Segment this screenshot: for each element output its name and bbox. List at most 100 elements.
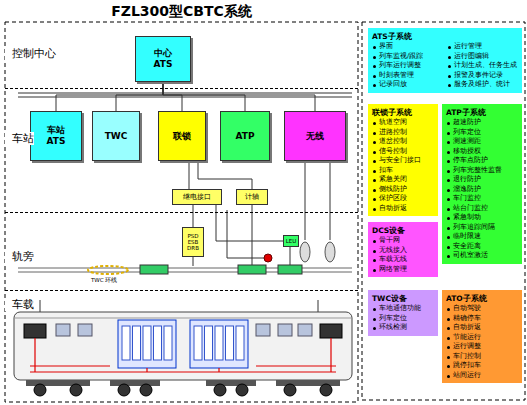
- system-box: TWC: [92, 111, 140, 161]
- function-item: 服务及维护、统计: [447, 80, 519, 90]
- train-window: [298, 324, 312, 336]
- function-item: 紧急关闭: [372, 175, 434, 185]
- connector: [56, 82, 163, 111]
- function-item: 道岔控制: [372, 137, 434, 147]
- train-roof: [14, 318, 352, 319]
- cabinet-unit: [154, 326, 162, 360]
- wheel: [34, 384, 46, 396]
- wire: [227, 258, 268, 259]
- connector: [189, 161, 190, 189]
- cabinet-unit: [164, 326, 172, 360]
- wheel: [118, 384, 130, 396]
- interface-box: 继电接口: [172, 189, 222, 205]
- train-window: [78, 324, 92, 336]
- function-item: 环线检测: [372, 323, 434, 333]
- function-item: 超速防护: [446, 118, 518, 128]
- function-item: 轨道空闲: [372, 118, 434, 128]
- panel-heading: ATO子系统: [446, 293, 518, 304]
- function-panel: ATS子系统界面列车监视/跟踪列车运行调整时刻表管理记录回放运行管理运行图编辑计…: [368, 28, 522, 93]
- diagram-title: FZL300型CBTC系统: [5, 2, 358, 20]
- cabinet-unit: [133, 326, 141, 360]
- region-label: 轨旁: [5, 250, 34, 263]
- wire: [193, 256, 194, 266]
- train-body: [14, 312, 352, 380]
- connector: [163, 82, 245, 111]
- function-item: 停车点防护: [446, 156, 518, 166]
- panel-heading: ATP子系统: [446, 107, 518, 118]
- function-panel: ATO子系统自动驾驶精确停车自动折返节能运行运行调整车门控制跳停扣车站间运行: [442, 290, 522, 383]
- connector: [163, 82, 182, 111]
- panel-heading: ATS子系统: [372, 31, 518, 42]
- function-item: 进路控制: [372, 128, 434, 138]
- train-antenna: [318, 300, 319, 312]
- region-label: 车站: [5, 132, 34, 145]
- train-wiring: [30, 338, 336, 372]
- function-item: 列车监视/跟踪: [372, 52, 444, 62]
- connector: [193, 205, 194, 227]
- function-item: 退行防护: [446, 175, 518, 185]
- connector: [216, 205, 283, 241]
- twc-loop: [88, 266, 128, 274]
- panel-heading: 联锁子系统: [372, 107, 434, 118]
- function-item: 计划生成、任务生成: [447, 61, 519, 71]
- function-item: 跳停扣车: [446, 361, 518, 371]
- box-label: 车站 ATS: [41, 125, 71, 147]
- train-window: [56, 324, 70, 336]
- train-window: [256, 324, 270, 336]
- onboard-cabinet: [190, 320, 248, 368]
- function-item: 移动授权: [446, 147, 518, 157]
- function-item: 扣车: [372, 166, 434, 176]
- function-item: 与安全门接口: [372, 156, 434, 166]
- wire: [252, 204, 253, 265]
- box-label: 中心 ATS: [148, 48, 178, 70]
- cabinet-unit: [122, 326, 130, 360]
- box-label: TWC: [105, 131, 128, 142]
- box-label: 继电接口: [183, 193, 211, 201]
- function-panel: TWC设备车地通信功能列车定位环线检测: [368, 290, 438, 336]
- driver-display: [320, 324, 342, 338]
- system-box: 联锁: [158, 111, 206, 161]
- wire: [227, 210, 228, 258]
- function-item: 时刻表管理: [372, 71, 444, 81]
- region-band: 控制中心 中心 ATS: [5, 22, 358, 88]
- function-item: 运行管理: [447, 42, 519, 52]
- wire: [290, 246, 291, 265]
- cabinet-unit: [143, 326, 151, 360]
- function-item: 紧急制动: [446, 213, 518, 223]
- function-item: 临时限速: [446, 232, 518, 242]
- interface-box: 计轴: [236, 189, 268, 205]
- antenna-feed: [305, 160, 306, 240]
- function-item: 运行调整: [446, 342, 518, 352]
- function-panel: 联锁子系统轨道空闲进路控制道岔控制信号控制与安全门接口扣车紧急关闭侧线防护保护区…: [368, 104, 438, 216]
- function-item: 节能运行: [446, 333, 518, 343]
- function-item: 车门控制: [446, 352, 518, 362]
- bogie: [206, 380, 256, 386]
- function-item: 列车完整性监督: [446, 166, 518, 176]
- region-label: 控制中心: [5, 47, 56, 60]
- cabinet-unit: [236, 326, 244, 360]
- connector: [116, 82, 163, 111]
- device-box: LEU: [283, 235, 299, 247]
- train-details: [26, 324, 340, 396]
- panel-heading: TWC设备: [372, 293, 434, 304]
- wheel: [140, 384, 152, 396]
- function-item: 溜逸防护: [446, 185, 518, 195]
- onboard-cabinet: [118, 320, 176, 368]
- wheel: [70, 384, 82, 396]
- track-label: TWC 环线: [90, 277, 118, 284]
- train-window: [278, 324, 292, 336]
- right-frame: [362, 22, 525, 400]
- antenna-symbol: [325, 242, 335, 262]
- connector: [163, 82, 315, 111]
- cabinet-unit: [194, 326, 202, 360]
- function-item: 保护区段: [372, 194, 434, 204]
- function-item: 信号控制: [372, 147, 434, 157]
- function-item: 站台门监控: [446, 204, 518, 214]
- panel-heading: DCS设备: [372, 225, 434, 236]
- train-antenna: [40, 300, 41, 312]
- left-frame: [5, 22, 358, 402]
- cabinet-unit: [226, 326, 234, 360]
- box-label: ATP: [235, 131, 254, 142]
- box-label: 无线: [306, 131, 324, 142]
